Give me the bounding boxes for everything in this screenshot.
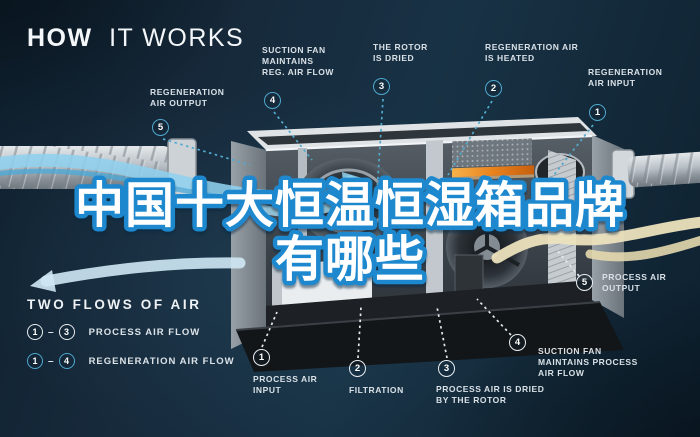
base-plinth	[236, 302, 624, 372]
legend-heading: TWO FLOWS OF AIR	[27, 297, 202, 312]
process-callout-2-badge: 2	[349, 360, 366, 377]
legend-dash: –	[48, 355, 54, 367]
regen-callout-5-label: REGENERATION AIR OUTPUT	[150, 87, 225, 109]
legend-row-process: 1 – 3 PROCESS AIR FLOW	[27, 324, 235, 340]
cabinet	[231, 117, 624, 372]
regen-callout-3-badge: 3	[373, 78, 390, 95]
process-output-ribbon	[40, 257, 246, 287]
regen-callout-1-label: REGENERATION AIR INPUT	[588, 67, 663, 89]
process-callout-4-label: SUCTION FAN MAINTAINS PROCESS AIR FLOW	[538, 346, 638, 379]
regen-callout-4-label: SUCTION FAN MAINTAINS REG. AIR FLOW	[262, 45, 334, 78]
legend-regen-label: REGENERATION AIR FLOW	[88, 355, 235, 367]
callout-connector-lines	[162, 98, 594, 359]
legend-process-label: PROCESS AIR FLOW	[88, 326, 201, 338]
process-callout-2-label: FILTRATION	[349, 385, 404, 395]
legend-dash: –	[48, 326, 54, 338]
regen-callout-3-label: THE ROTOR IS DRIED	[373, 42, 428, 64]
regen-callout-2-badge: 2	[485, 80, 502, 97]
regen-callout-1-badge: 1	[589, 104, 606, 121]
process-callout-1-badge: 1	[253, 349, 270, 366]
regen-callout-5-badge: 5	[152, 119, 169, 136]
legend-process-from-badge: 1	[27, 324, 43, 340]
process-callout-1-label: PROCESS AIR INPUT	[253, 374, 318, 396]
process-callout-3-badge: 3	[438, 360, 455, 377]
title-light: IT WORKS	[109, 24, 245, 52]
heater-element	[452, 165, 534, 178]
process-callout-3-label: PROCESS AIR IS DRIED BY THE ROTOR	[436, 384, 545, 406]
regen-callout-2-label: REGENERATION AIR IS HEATED	[485, 42, 579, 64]
process-callout-5-badge: 5	[576, 274, 593, 291]
mesh-panel	[452, 138, 532, 168]
right-duct	[592, 135, 700, 318]
title-bold: HOW	[27, 24, 93, 52]
headline-line1: 中国十大恒温恒湿箱品牌	[75, 177, 625, 234]
legend-regen-to-badge: 4	[58, 353, 75, 369]
air-flow-ribbons	[0, 153, 700, 292]
legend-process-to-badge: 3	[58, 324, 75, 340]
legend: TWO FLOWS OF AIR 1 – 3 PROCESS AIR FLOW …	[27, 297, 235, 382]
filter-wall	[548, 150, 576, 312]
page-title: HOW IT WORKS	[27, 24, 244, 53]
regen-callout-4-badge: 4	[264, 92, 281, 109]
process-callout-5-label: PROCESS AIR OUTPUT	[602, 272, 667, 294]
headline-line2: 有哪些	[275, 231, 425, 288]
process-flow-arrow	[0, 153, 357, 205]
legend-row-regeneration: 1 – 4 REGENERATION AIR FLOW	[27, 353, 235, 369]
regeneration-flow-ribbon	[491, 216, 700, 264]
legend-regen-from-badge: 1	[27, 353, 43, 369]
process-callout-4-badge: 4	[509, 334, 526, 351]
